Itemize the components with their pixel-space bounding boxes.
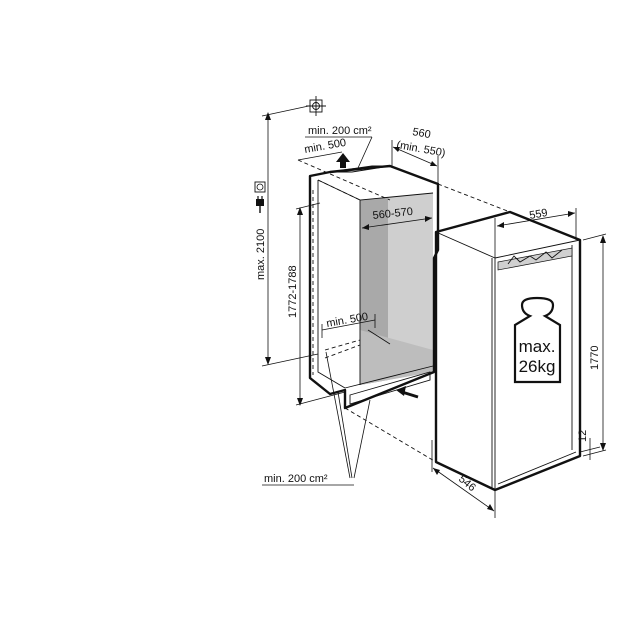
- plinth-gap-label: 12: [577, 430, 589, 442]
- weight-icon: max. 26kg: [513, 296, 562, 384]
- niche-height-label: 1772-1788: [287, 265, 299, 318]
- crosshair-connection-icon: [306, 96, 326, 116]
- appliance-depth-label: 546: [456, 473, 478, 494]
- power-socket-icon: [254, 181, 266, 193]
- max-height-label: max. 2100: [255, 229, 267, 280]
- bottom-vent-area-label: min. 200 cm²: [264, 473, 328, 485]
- top-clearance-label: min. 500: [303, 137, 347, 156]
- niche-width-label: 560-570: [372, 206, 413, 222]
- arrow-up-icon: [336, 153, 350, 168]
- weight-label-line2: 26kg: [519, 357, 556, 376]
- dimension-lines: [261, 103, 607, 518]
- appliance-width-label: 559: [528, 207, 548, 222]
- niche-depth-label: 560: [411, 126, 431, 141]
- niche-cabinet: [308, 164, 440, 410]
- arrow-in-icon: [396, 386, 419, 399]
- niche-depth-min-label: (min. 550): [395, 139, 446, 159]
- weight-label-line1: max.: [519, 337, 556, 356]
- power-plug-icon: [256, 196, 264, 213]
- appliance-height-label: 1770: [589, 346, 601, 370]
- top-vent-area-label: min. 200 cm²: [308, 125, 372, 137]
